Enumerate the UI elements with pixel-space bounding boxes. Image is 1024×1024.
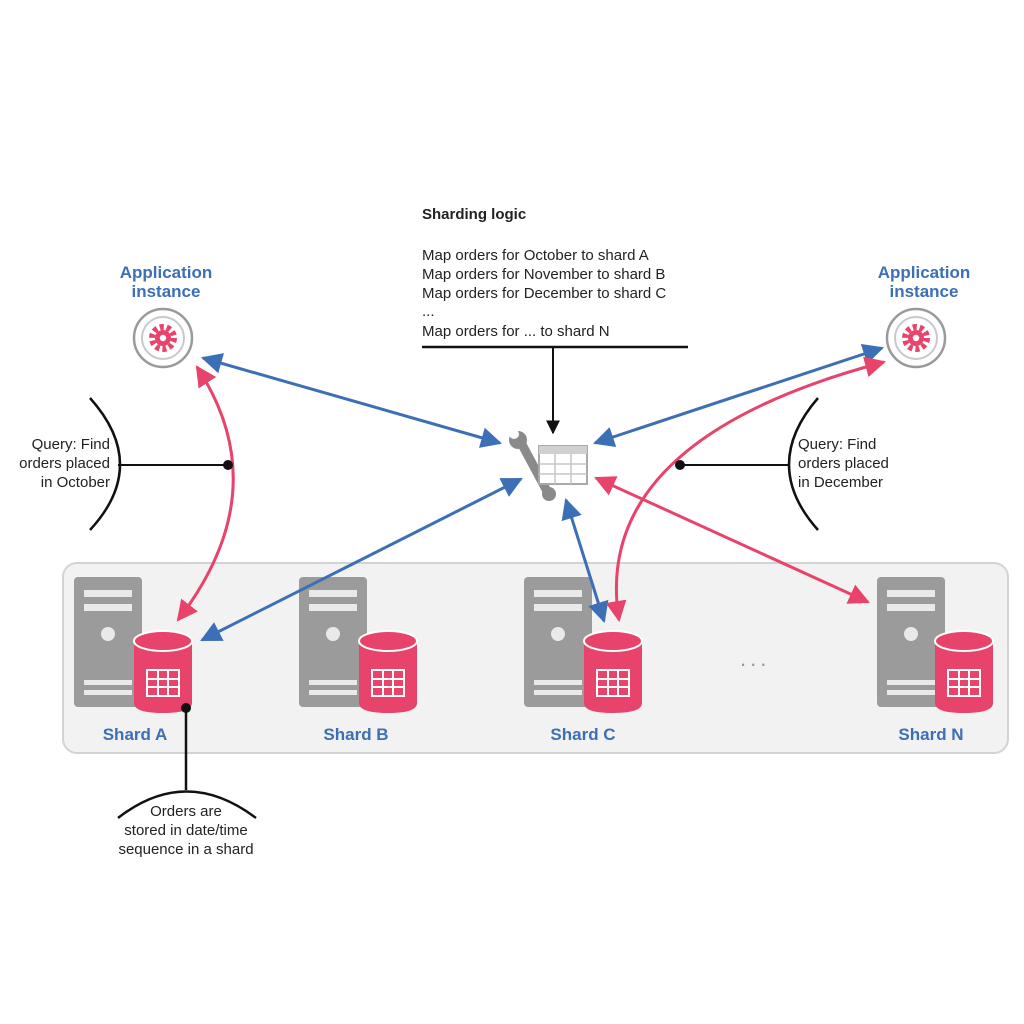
shard-a-server-icon <box>74 577 142 707</box>
shard-a-label: Shard A <box>102 725 168 744</box>
arrow-logic-to-shard-a <box>200 477 523 642</box>
arrow-logic-to-shard-n <box>594 476 870 604</box>
storage-note-text: Orders are stored in date/time sequence … <box>96 802 276 859</box>
app-right-label-line1: Application <box>877 263 971 282</box>
storage-note-bracket <box>117 790 257 819</box>
shard-c-label: Shard C <box>550 725 616 744</box>
app-right-gear-icon <box>885 307 947 369</box>
app-right-label: Application instance <box>854 263 994 301</box>
sharding-logic-title: Sharding logic <box>422 206 527 223</box>
query-right-dot <box>675 460 685 470</box>
sharding-rule-3: Map orders for December to shard C <box>422 285 667 302</box>
shard-b-database-icon <box>358 630 418 713</box>
arrow-app-right-to-logic <box>593 343 884 448</box>
query-left-line2: orders placed <box>19 455 110 472</box>
sharding-rule-5: Map orders for ... to shard N <box>422 323 610 340</box>
sharding-rule-2: Map orders for November to shard B <box>422 266 666 283</box>
more-shards-ellipsis: ... <box>740 646 771 671</box>
sharding-rule-1: Map orders for October to shard A <box>422 247 649 264</box>
app-left-gear-icon <box>132 307 194 369</box>
app-left-label: Application instance <box>96 263 236 301</box>
shard-b-label: Shard B <box>323 725 389 744</box>
storage-note-line1: Orders are <box>150 803 222 820</box>
query-right-line2: orders placed <box>798 455 889 472</box>
app-left-label-line1: Application <box>119 263 213 282</box>
shard-n-database-icon <box>934 630 994 713</box>
query-left-dot <box>223 460 233 470</box>
query-right-text: Query: Find orders placed in December <box>798 435 908 492</box>
shard-c-database-icon <box>583 630 643 713</box>
shard-n-label: Shard N <box>898 725 964 744</box>
shard-b-server-icon <box>299 577 367 707</box>
arrow-app-left-to-logic <box>200 353 503 448</box>
query-left-line3: in October <box>40 474 110 491</box>
shard-n-server-icon <box>877 577 945 707</box>
storage-note-line2: stored in date/time <box>124 822 248 839</box>
query-right-line3: in December <box>798 474 884 491</box>
shard-c-server-icon <box>524 577 592 707</box>
storage-note-dot <box>181 703 191 713</box>
app-right-label-line2: instance <box>889 282 959 301</box>
query-left-text: Query: Find orders placed in October <box>4 435 110 492</box>
sharding-rule-4: ... <box>422 303 435 320</box>
app-left-label-line2: instance <box>131 282 201 301</box>
query-left-line1: Query: Find <box>31 436 110 453</box>
arrow-shard-a-to-app-left <box>176 365 235 622</box>
routing-table-icon <box>538 445 588 485</box>
query-right-line1: Query: Find <box>798 436 877 453</box>
storage-note-line3: sequence in a shard <box>118 841 254 858</box>
shard-a-database-icon <box>133 630 193 713</box>
